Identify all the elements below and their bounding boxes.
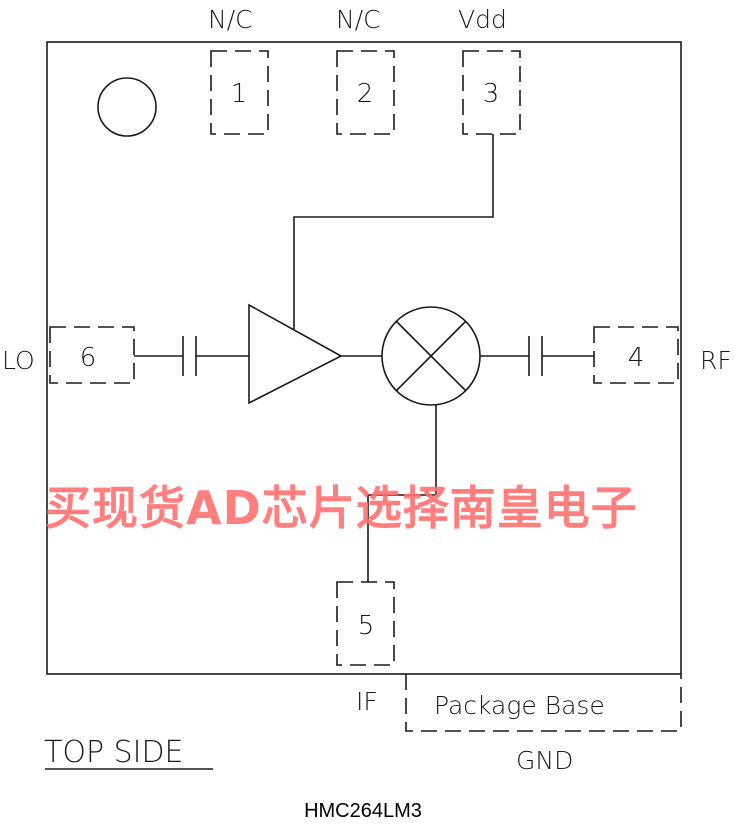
pin-4-label: RF	[700, 346, 732, 375]
pin-4-pad	[593, 326, 679, 384]
pin-5: 5 IF	[336, 581, 395, 716]
pin-1-number: 1	[231, 79, 248, 109]
package-base-outline	[405, 674, 682, 732]
pin-2: 2 N/C	[336, 5, 395, 135]
package-base-label: Package Base	[434, 691, 605, 720]
pin-2-pad	[336, 50, 395, 135]
pin-3: 3 Vdd	[458, 5, 521, 135]
pin-2-label: N/C	[336, 5, 381, 34]
if-trace	[367, 405, 437, 582]
vdd-trace	[293, 134, 494, 329]
view-title: TOP SIDE	[44, 735, 184, 770]
pin-6-label: LO	[2, 346, 35, 375]
pin-1: 1 N/C	[208, 5, 269, 135]
pin-4-number: 4	[628, 343, 645, 373]
lo-capacitor	[182, 336, 197, 376]
package-base-net: GND	[516, 746, 573, 775]
watermark-text: 买现货AD芯片选择南皇电子	[45, 481, 638, 535]
package-base: Package Base GND	[405, 674, 682, 775]
pin-1-label: N/C	[208, 5, 253, 34]
part-number: HMC264LM3	[304, 800, 422, 822]
amplifier-triangle	[248, 303, 343, 405]
pin-5-number: 5	[358, 611, 375, 641]
pin-3-number: 3	[483, 79, 500, 109]
package-outline	[46, 41, 682, 675]
pin-3-label: Vdd	[458, 5, 507, 34]
mixer	[381, 306, 481, 406]
pin-3-pad	[462, 50, 521, 135]
pin-6: 6 LO	[2, 326, 135, 384]
pin-5-label: IF	[356, 687, 378, 716]
rf-capacitor	[528, 336, 543, 376]
pin-1-pad	[210, 50, 269, 135]
pin-5-pad	[336, 581, 395, 666]
pin-6-number: 6	[80, 343, 97, 373]
pin-4: 4 RF	[593, 326, 732, 384]
pin1-orientation-marker	[97, 77, 157, 137]
pin-6-pad	[49, 326, 135, 384]
mixer-cross-2	[395, 320, 467, 392]
pin-2-number: 2	[357, 79, 374, 109]
